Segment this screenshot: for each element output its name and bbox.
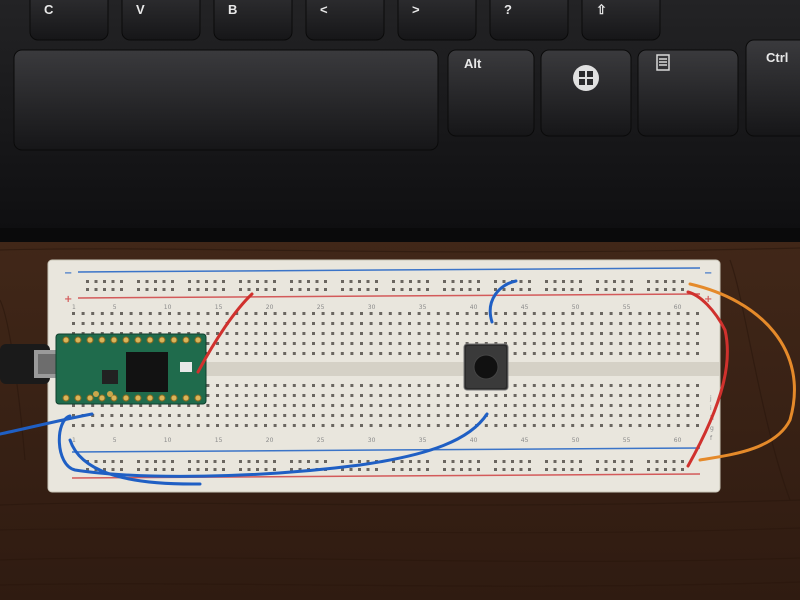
menu-key[interactable] bbox=[637, 49, 739, 137]
row-letter: i bbox=[710, 405, 712, 412]
spacebar-key[interactable] bbox=[13, 49, 439, 151]
alt-key-label: Alt bbox=[464, 56, 482, 71]
column-numbers: 1155101015152020252530303535404045455050… bbox=[72, 304, 682, 444]
row-letter: f bbox=[710, 435, 713, 442]
column-number: 20 bbox=[266, 304, 274, 311]
blue-wire-loop bbox=[0, 412, 94, 436]
keyboard-key[interactable] bbox=[397, 0, 477, 41]
column-number: 25 bbox=[317, 437, 325, 444]
row-letter: g bbox=[710, 425, 714, 432]
rail-minus-label: − bbox=[64, 268, 72, 279]
column-number: 45 bbox=[521, 304, 529, 311]
column-number: 55 bbox=[623, 304, 631, 311]
column-number: 10 bbox=[164, 437, 172, 444]
keyboard-key[interactable] bbox=[213, 0, 293, 41]
windows-key[interactable] bbox=[540, 49, 632, 137]
menu-icon bbox=[656, 54, 670, 71]
column-number: 60 bbox=[674, 304, 682, 311]
column-number: 45 bbox=[521, 437, 529, 444]
column-number: 20 bbox=[266, 437, 274, 444]
reset-button[interactable] bbox=[180, 362, 192, 372]
column-number: 30 bbox=[368, 437, 376, 444]
keyboard-key-label: V bbox=[136, 2, 145, 17]
alt-key[interactable] bbox=[447, 49, 535, 137]
column-number: 40 bbox=[470, 304, 478, 311]
microcontroller-board bbox=[55, 333, 207, 405]
column-number: 35 bbox=[419, 437, 427, 444]
tactile-push-button[interactable] bbox=[463, 343, 509, 391]
main-chip bbox=[126, 352, 168, 392]
top-red-rail-line bbox=[77, 293, 701, 299]
blue-wire-button bbox=[57, 412, 489, 478]
column-number: 35 bbox=[419, 304, 427, 311]
keyboard-key-label: C bbox=[44, 2, 54, 17]
column-number: 1 bbox=[72, 437, 76, 444]
keyboard-key-label: ? bbox=[504, 2, 512, 17]
column-number: 5 bbox=[113, 437, 117, 444]
column-number: 1 bbox=[72, 304, 76, 311]
small-chip bbox=[102, 370, 118, 384]
keyboard-key[interactable] bbox=[121, 0, 201, 41]
usb-cable bbox=[0, 344, 64, 384]
wires bbox=[0, 279, 796, 486]
ctrl-key-label: Ctrl bbox=[766, 50, 788, 65]
column-number: 5 bbox=[113, 304, 117, 311]
keyboard-key[interactable] bbox=[305, 0, 385, 41]
column-number: 15 bbox=[215, 437, 223, 444]
bottom-blue-rail-line bbox=[71, 447, 701, 453]
keyboard-key-label: < bbox=[320, 2, 328, 17]
column-number: 25 bbox=[317, 304, 325, 311]
column-number: 30 bbox=[368, 304, 376, 311]
windows-logo-icon bbox=[573, 65, 599, 91]
top-key-row: C V B < >? ⇧ bbox=[29, 0, 661, 41]
column-number: 55 bbox=[623, 437, 631, 444]
keyboard-key-label: B bbox=[228, 2, 237, 17]
keyboard: C V B < >? ⇧ Alt Ctrl bbox=[0, 0, 800, 242]
wood-grain bbox=[0, 247, 800, 587]
column-number: 50 bbox=[572, 304, 580, 311]
blue-wire-lower bbox=[68, 438, 202, 486]
keyboard-key[interactable] bbox=[29, 0, 109, 41]
orange-wire-right bbox=[688, 282, 796, 462]
column-number: 15 bbox=[215, 304, 223, 311]
keyboard-key-label: ⇧ bbox=[596, 2, 607, 17]
row-letter: j bbox=[709, 395, 712, 402]
keyboard-key[interactable] bbox=[581, 0, 661, 41]
push-button-cap[interactable] bbox=[473, 354, 499, 380]
top-blue-rail-line bbox=[77, 267, 701, 273]
ctrl-key[interactable] bbox=[745, 39, 800, 137]
keyboard-key[interactable] bbox=[489, 0, 569, 41]
red-wire-left bbox=[196, 292, 254, 374]
column-number: 40 bbox=[470, 437, 478, 444]
column-number: 10 bbox=[164, 304, 172, 311]
rail-plus-label: + bbox=[64, 294, 72, 305]
rail-plus-label-right: + bbox=[704, 294, 712, 305]
red-wire-right bbox=[686, 290, 729, 468]
rail-minus-label-right: − bbox=[704, 268, 712, 279]
column-number: 60 bbox=[674, 437, 682, 444]
column-number: 50 bbox=[572, 437, 580, 444]
board-pins bbox=[62, 336, 202, 402]
blue-wire-top bbox=[488, 279, 518, 324]
keyboard-key-label: > bbox=[412, 2, 420, 17]
